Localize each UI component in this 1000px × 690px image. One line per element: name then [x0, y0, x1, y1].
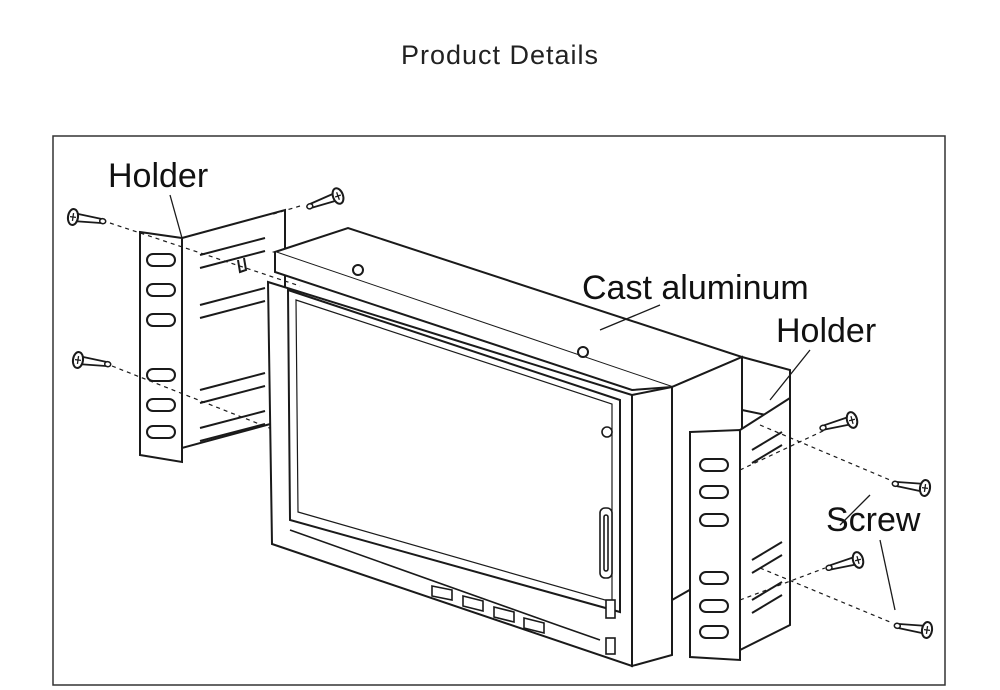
- right-screw-inner-top: [817, 409, 860, 438]
- left-screw-top-inner: [303, 185, 347, 216]
- label-holder-left: Holder: [108, 157, 208, 195]
- left-alignment-lines: [109, 205, 301, 441]
- left-screw-bottom-outer: [70, 350, 113, 374]
- label-screw: Screw: [826, 501, 921, 539]
- right-screw-outer-top: [890, 474, 933, 498]
- right-screw-outer-bottom: [892, 616, 935, 640]
- diagram-frame: [52, 135, 946, 686]
- right-screw-inner-bottom: [823, 549, 866, 578]
- left-screw-top-outer: [65, 207, 108, 231]
- leader-lines: [169, 194, 896, 611]
- right-holder-bracket: [689, 396, 791, 662]
- label-cast-aluminum: Cast aluminum: [582, 269, 809, 307]
- label-holder-right: Holder: [776, 312, 876, 350]
- head-unit-controls: [289, 426, 616, 655]
- page-title: Product Details: [400, 40, 600, 70]
- left-holder-bracket: [139, 208, 286, 464]
- right-alignment-lines: [739, 424, 891, 623]
